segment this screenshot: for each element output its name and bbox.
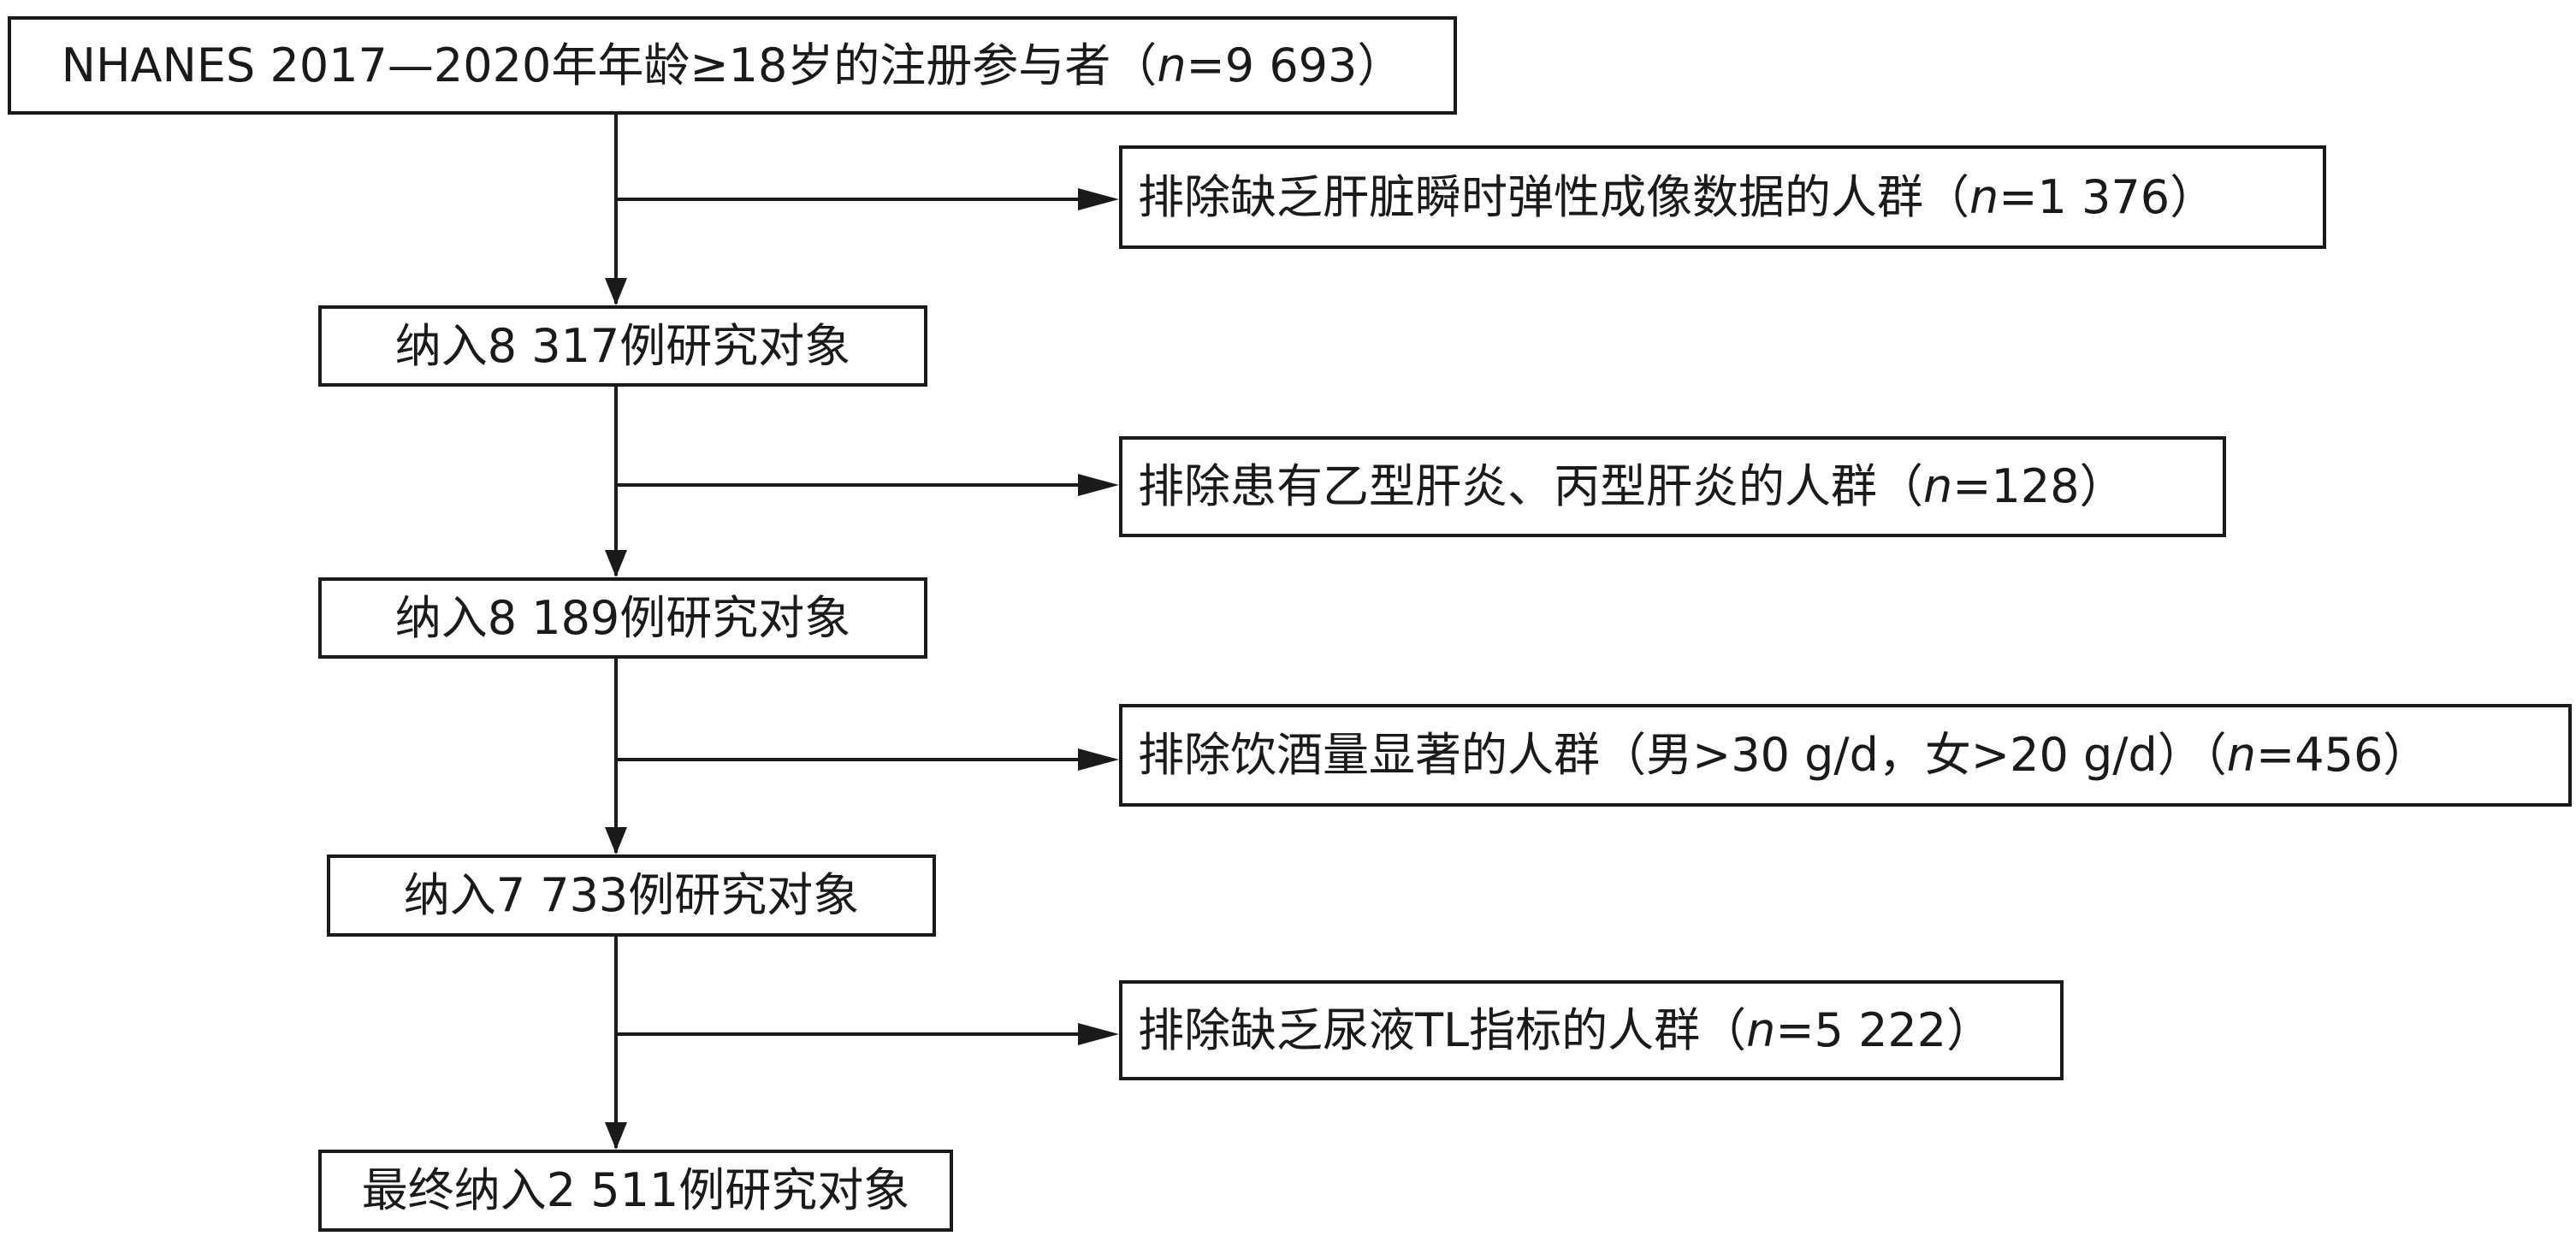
exclusion-box-1: 排除缺乏肝脏瞬时弹性成像数据的人群（n=1 376） — [1119, 145, 2326, 249]
exclusion-3-text: 排除饮酒量显著的人群（男>30 g/d，女>20 g/d）（ — [1138, 728, 2227, 782]
right-arrow-2 — [1078, 474, 1119, 496]
exclusion-1-text: 排除缺乏肝脏瞬时弹性成像数据的人群（ — [1138, 169, 1969, 224]
right-arrow-3 — [1078, 748, 1119, 771]
exclusion-2-text: 排除患有乙型肝炎、丙型肝炎的人群（ — [1138, 459, 1923, 513]
included-step2-text: 纳入8 189例研究对象 — [394, 590, 851, 645]
down-arrow-4 — [605, 1122, 627, 1150]
start-population-n-label: n — [1157, 38, 1187, 92]
exclusion-box-4: 排除缺乏尿液TL指标的人群（n=5 222） — [1119, 980, 2064, 1080]
start-population-box: NHANES 2017—2020年年龄≥18岁的注册参与者（n=9 693） — [8, 16, 1457, 115]
right-arrow-1 — [1078, 188, 1119, 210]
exclusion-2-n-label: n — [1923, 459, 1953, 513]
exclusion-1-n-label: n — [1969, 169, 1999, 224]
included-step3-text: 纳入7 733例研究对象 — [403, 868, 860, 922]
down-arrow-2 — [605, 550, 627, 577]
right-arrow-4 — [1078, 1023, 1119, 1045]
down-arrow-3 — [605, 827, 627, 855]
start-population-n-value: =9 693） — [1186, 38, 1404, 92]
exclusion-4-n-label: n — [1746, 1002, 1776, 1057]
exclusion-1-n-value: =1 376） — [1999, 169, 2217, 224]
exclusion-box-3: 排除饮酒量显著的人群（男>30 g/d，女>20 g/d）（n=456） — [1119, 704, 2572, 807]
exclusion-3-n-value: =456） — [2255, 728, 2430, 782]
included-step2-box: 纳入8 189例研究对象 — [318, 577, 927, 659]
exclusion-4-text: 排除缺乏尿液TL指标的人群（ — [1138, 1002, 1747, 1057]
final-sample-text: 最终纳入2 511例研究对象 — [361, 1163, 910, 1217]
included-step1-box: 纳入8 317例研究对象 — [318, 305, 927, 387]
start-population-text: NHANES 2017—2020年年龄≥18岁的注册参与者（ — [61, 38, 1158, 92]
included-step3-box: 纳入7 733例研究对象 — [327, 855, 936, 937]
exclusion-3-n-label: n — [2226, 728, 2256, 782]
exclusion-2-n-value: =128） — [1952, 459, 2126, 513]
exclusion-box-2: 排除患有乙型肝炎、丙型肝炎的人群（n=128） — [1119, 436, 2226, 537]
down-arrow-1 — [605, 278, 627, 305]
final-sample-box: 最终纳入2 511例研究对象 — [318, 1150, 953, 1232]
included-step1-text: 纳入8 317例研究对象 — [394, 318, 851, 373]
exclusion-4-n-value: =5 222） — [1775, 1002, 1993, 1057]
